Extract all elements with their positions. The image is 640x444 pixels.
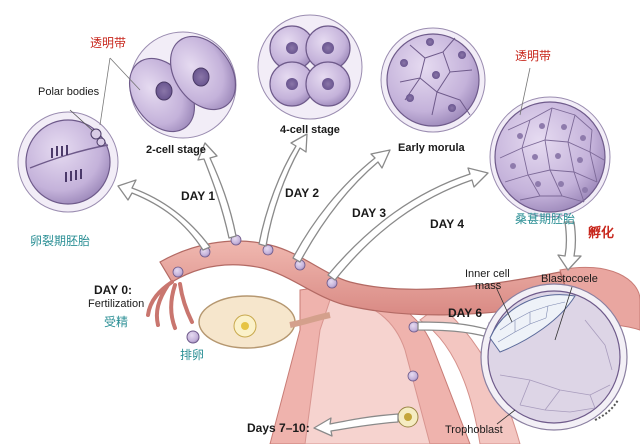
zona-pellucida-label-right: 透明带 <box>515 49 552 63</box>
blastocyst-embryo <box>480 283 628 431</box>
inner-cell-mass <box>489 294 576 353</box>
endometrium <box>419 304 521 444</box>
polar-bodies-label: Polar bodies <box>38 86 100 98</box>
fertilized-label: 受精 <box>104 315 129 329</box>
morula-embryo <box>489 96 611 218</box>
two-cell-stage-label: 2-cell stage <box>146 144 206 156</box>
tube-embryos <box>172 234 420 382</box>
day4-label: DAY 4 <box>430 217 465 231</box>
days-7-10-label: Days 7–10: <box>247 421 310 435</box>
four-cell-stage-label: 4-cell stage <box>280 124 340 136</box>
four-cell-embryo <box>257 14 363 120</box>
fertilization-label: Fertilization <box>88 298 145 310</box>
day2-label: DAY 2 <box>285 186 320 200</box>
day3-label: DAY 3 <box>352 206 387 220</box>
hatching-label: 孵化 <box>588 226 615 241</box>
inner-cell-mass-label-line1: Inner cell <box>465 268 510 280</box>
ovulation-label: 排卵 <box>180 348 205 362</box>
early-morula-label: Early morula <box>398 142 465 154</box>
day1-label: DAY 1 <box>181 189 216 203</box>
morula-embryo-label: 桑葚期胚胎 <box>515 212 576 226</box>
early-morula-embryo <box>380 27 486 133</box>
trophoblast-label: Trophoblast <box>445 424 503 436</box>
two-cell-embryo <box>128 31 237 139</box>
ovarian-ligament <box>289 312 331 328</box>
ovulated-egg <box>186 330 200 344</box>
cleavage-embryo-label: 卵裂期胚胎 <box>30 234 91 248</box>
fimbriae <box>146 280 194 330</box>
blastocoele-label: Blastocoele <box>541 273 598 285</box>
polar-body-1 <box>90 128 102 140</box>
day0-label: DAY 0: <box>94 283 133 297</box>
polar-body-2 <box>96 137 106 147</box>
zona-pellucida-label-left: 透明带 <box>90 36 127 50</box>
zygote-cleavage <box>17 109 119 213</box>
inner-cell-mass-label-line2: mass <box>475 280 502 292</box>
hatch-opening <box>594 399 619 421</box>
day6-label: DAY 6 <box>448 306 483 320</box>
stage-arrows <box>117 133 582 437</box>
